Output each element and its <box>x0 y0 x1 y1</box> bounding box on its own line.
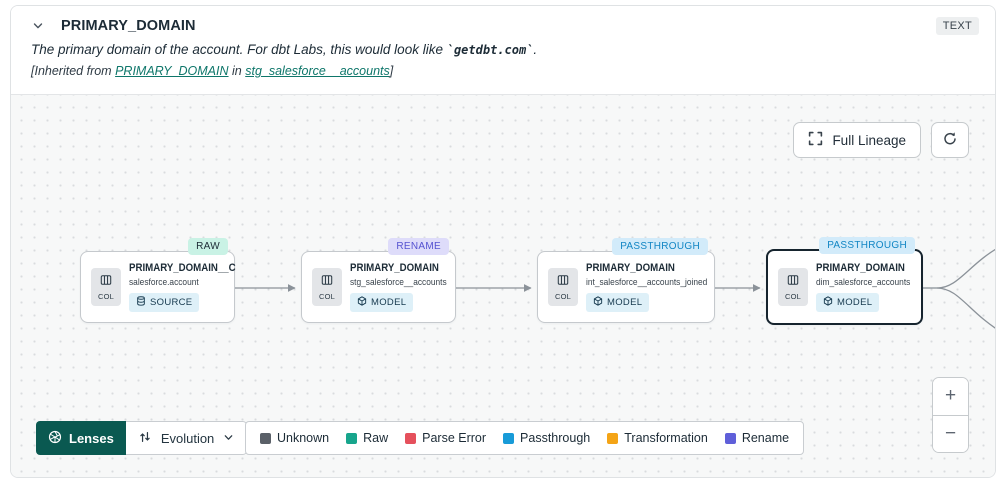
refresh-icon <box>942 131 958 150</box>
node-model-name: int_salesforce__accounts_joined <box>586 277 708 288</box>
zoom-in-button[interactable]: + <box>933 378 968 416</box>
column-chip: COL <box>91 268 121 306</box>
column-name-title: PRIMARY_DOMAIN <box>61 18 196 34</box>
evolution-legend: Unknown Raw Parse Error Passthrough Tran… <box>245 421 805 455</box>
cube-icon <box>823 296 833 309</box>
full-lineage-button[interactable]: Full Lineage <box>793 122 921 158</box>
column-chip-label: COL <box>784 292 802 301</box>
node-column-name: PRIMARY_DOMAIN <box>586 262 675 274</box>
lineage-node-staging[interactable]: RENAME COL PRIMARY_DOMAIN stg_salesforce… <box>301 238 456 323</box>
column-chip: COL <box>778 268 808 306</box>
node-model-name: stg_salesforce__accounts <box>350 277 447 288</box>
legend-swatch <box>346 432 358 444</box>
resource-type-badge: SOURCE <box>129 293 200 312</box>
column-chip: COL <box>548 268 578 306</box>
lineage-node-dim-selected[interactable]: PASSTHROUGH COL PRIMARY_DOMAIN dim_sales… <box>766 237 923 325</box>
fullscreen-icon <box>808 131 823 149</box>
database-icon <box>136 296 146 309</box>
node-column-name: PRIMARY_DOMAIN <box>350 262 439 274</box>
lenses-button[interactable]: Lenses <box>36 421 126 455</box>
legend-swatch <box>724 432 736 444</box>
legend-item: Unknown <box>260 431 329 445</box>
columns-icon <box>787 273 799 291</box>
columns-icon <box>321 273 333 291</box>
node-column-name: PRIMARY_DOMAIN <box>816 262 905 274</box>
evolution-tag: PASSTHROUGH <box>819 237 915 254</box>
node-model-name: dim_salesforce_accounts <box>816 277 911 288</box>
evolution-tag: RAW <box>188 238 228 255</box>
node-model-name: salesforce.account <box>129 277 199 288</box>
zoom-controls: + − <box>932 377 969 453</box>
column-chip-label: COL <box>554 292 572 301</box>
inherited-model-link[interactable]: stg_salesforce__accounts <box>245 64 390 78</box>
column-chip-label: COL <box>318 292 336 301</box>
aperture-icon <box>48 430 62 447</box>
column-lineage-panel: PRIMARY_DOMAIN TEXT The primary domain o… <box>10 5 996 478</box>
legend-item: Rename <box>724 431 789 445</box>
full-lineage-label: Full Lineage <box>832 132 906 148</box>
cube-icon <box>357 296 367 309</box>
column-description: The primary domain of the account. For d… <box>31 42 538 57</box>
resource-type-badge: MODEL <box>816 293 880 312</box>
refresh-button[interactable] <box>931 122 969 158</box>
lineage-node-intermediate[interactable]: PASSTHROUGH COL PRIMARY_DOMAIN int_sales… <box>537 238 715 323</box>
legend-swatch <box>503 432 515 444</box>
evolution-tag: RENAME <box>388 238 449 255</box>
legend-item: Raw <box>346 431 388 445</box>
evolution-icon <box>138 430 152 447</box>
collapse-chevron-icon[interactable] <box>29 17 47 35</box>
legend-swatch <box>260 432 271 444</box>
lenses-label: Lenses <box>69 430 114 446</box>
legend-item: Parse Error <box>405 431 486 445</box>
legend-item: Transformation <box>607 431 708 445</box>
evolution-tag: PASSTHROUGH <box>612 238 708 255</box>
columns-icon <box>557 273 569 291</box>
node-column-name: PRIMARY_DOMAIN__C <box>129 262 236 274</box>
lineage-canvas[interactable]: Full Lineage RAW COL PRIMARY_DOMAIN__C s… <box>11 94 995 477</box>
resource-type-badge: MODEL <box>350 293 414 312</box>
zoom-out-button[interactable]: − <box>933 415 968 452</box>
legend-swatch <box>405 432 417 444</box>
column-details-header: PRIMARY_DOMAIN TEXT The primary domain o… <box>11 6 995 94</box>
inherited-column-link[interactable]: PRIMARY_DOMAIN <box>115 64 229 78</box>
legend-item: Passthrough <box>503 431 590 445</box>
lineage-node-source[interactable]: RAW COL PRIMARY_DOMAIN__C salesforce.acc… <box>80 238 236 323</box>
inline-code: `getdbt.com` <box>446 43 534 57</box>
inherited-from-note: [Inherited from PRIMARY_DOMAIN in stg_sa… <box>31 64 394 78</box>
resource-type-badge: MODEL <box>586 293 650 312</box>
column-chip: COL <box>312 268 342 306</box>
chevron-down-icon <box>223 431 234 446</box>
lenses-control: Lenses Evolution <box>36 421 248 455</box>
legend-swatch <box>607 432 619 444</box>
cube-icon <box>593 296 603 309</box>
lens-selector-value: Evolution <box>160 430 215 446</box>
lens-selector-dropdown[interactable]: Evolution <box>125 421 248 455</box>
column-chip-label: COL <box>97 292 115 301</box>
columns-icon <box>100 273 112 291</box>
data-type-badge: TEXT <box>935 17 979 35</box>
